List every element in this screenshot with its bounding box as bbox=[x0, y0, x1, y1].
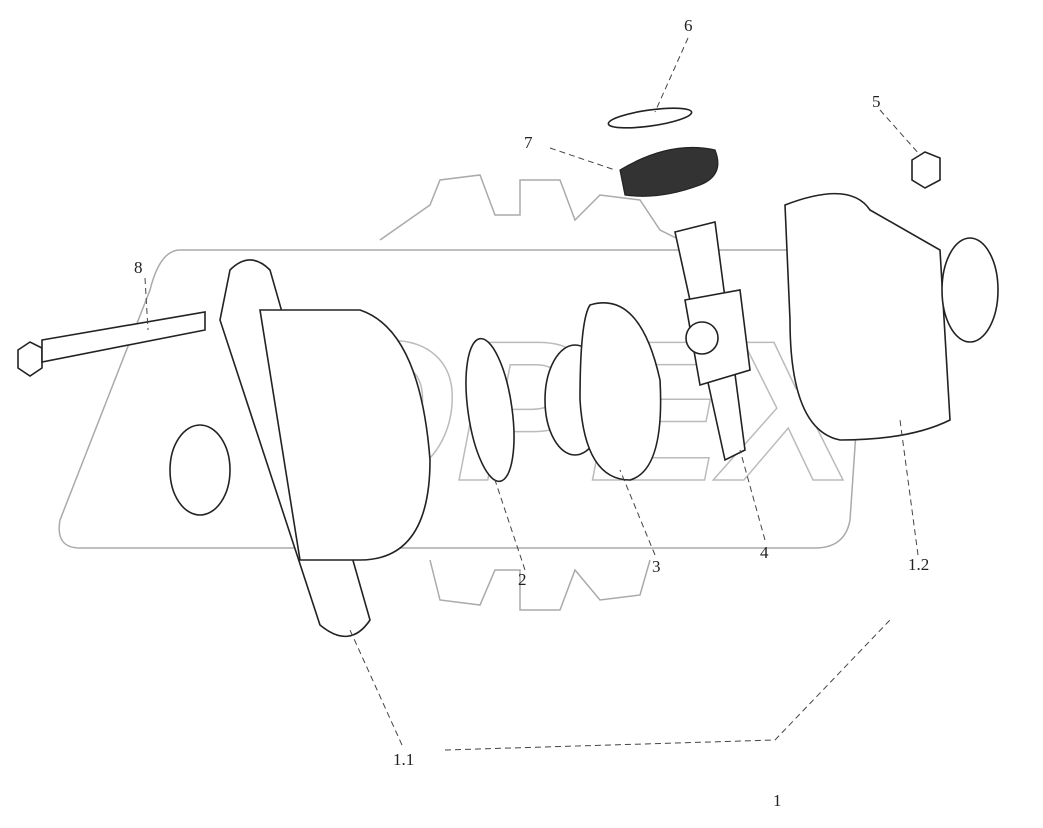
callout-5: 5 bbox=[872, 92, 881, 111]
callout-7: 7 bbox=[524, 133, 533, 152]
callout-1-2: 1.2 bbox=[908, 555, 929, 574]
leader-lines bbox=[144, 37, 921, 751]
part-5-nut bbox=[911, 151, 941, 189]
part-6-shim bbox=[607, 107, 693, 129]
callout-2: 2 bbox=[518, 570, 527, 589]
callout-1-1: 1.1 bbox=[393, 750, 414, 769]
watermark-logo: OPEX bbox=[58, 174, 867, 611]
part-8-bolt bbox=[17, 311, 206, 377]
part-2-washer bbox=[465, 337, 515, 483]
callout-8: 8 bbox=[134, 258, 143, 277]
part-3-side-gear bbox=[544, 302, 662, 481]
callout-6: 6 bbox=[684, 16, 693, 35]
part-1-1-housing bbox=[169, 259, 431, 638]
callout-3: 3 bbox=[652, 557, 661, 576]
part-4-spider-cross bbox=[674, 221, 751, 462]
callout-4: 4 bbox=[760, 543, 769, 562]
callout-1: 1 bbox=[773, 791, 782, 810]
part-7-pinion-gear bbox=[619, 146, 719, 197]
part-1-2-housing bbox=[784, 192, 999, 441]
